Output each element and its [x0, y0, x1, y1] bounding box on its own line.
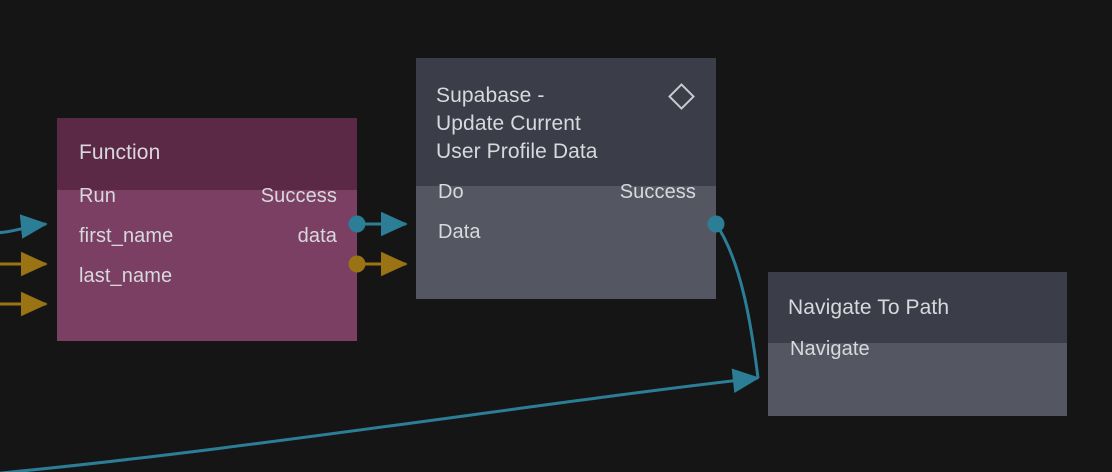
diamond-icon — [668, 83, 695, 110]
port-label-first-name[interactable]: first_name — [79, 225, 174, 247]
port-label-last-name[interactable]: last_name — [79, 265, 173, 287]
port-label-run[interactable]: Run — [79, 185, 116, 207]
node-supabase-body: Do Success Data — [416, 181, 716, 299]
node-navigate[interactable]: Navigate To Path Navigate — [768, 272, 1067, 416]
node-navigate-title: Navigate To Path — [788, 296, 950, 319]
node-supabase-header[interactable]: Supabase - Update Current User Profile D… — [416, 58, 716, 186]
port-label-data-in[interactable]: Data — [438, 221, 481, 243]
port-dot-function-data[interactable] — [348, 255, 366, 273]
port-row-navigate: Navigate — [768, 329, 1067, 369]
port-label-navigate[interactable]: Navigate — [790, 338, 870, 360]
port-row-run: Run Success — [57, 176, 357, 216]
port-dot-supabase-success[interactable] — [707, 215, 725, 233]
node-function-body: Run Success first_name data last_name — [57, 185, 357, 341]
port-label-supabase-success[interactable]: Success — [619, 181, 696, 203]
port-label-success[interactable]: Success — [260, 185, 337, 207]
port-row-data-in: Data — [416, 212, 716, 252]
node-supabase-title: Supabase - Update Current User Profile D… — [436, 84, 598, 163]
node-function[interactable]: Function Run Success first_name data las… — [57, 118, 357, 341]
port-row-first-name: first_name data — [57, 216, 357, 256]
port-label-do[interactable]: Do — [438, 181, 464, 203]
port-row-do: Do Success — [416, 172, 716, 212]
edge-in-run — [0, 214, 48, 239]
node-navigate-body: Navigate — [768, 338, 1067, 416]
port-dot-function-success[interactable] — [348, 215, 366, 233]
edge-offscreen-navigate — [0, 368, 760, 472]
node-navigate-header[interactable]: Navigate To Path — [768, 272, 1067, 343]
edge-success-navigate — [714, 223, 760, 379]
node-function-title: Function — [79, 141, 161, 164]
node-supabase[interactable]: Supabase - Update Current User Profile D… — [416, 58, 716, 299]
node-function-header[interactable]: Function — [57, 118, 357, 190]
port-row-last-name: last_name — [57, 256, 357, 296]
port-label-data[interactable]: data — [297, 225, 337, 247]
